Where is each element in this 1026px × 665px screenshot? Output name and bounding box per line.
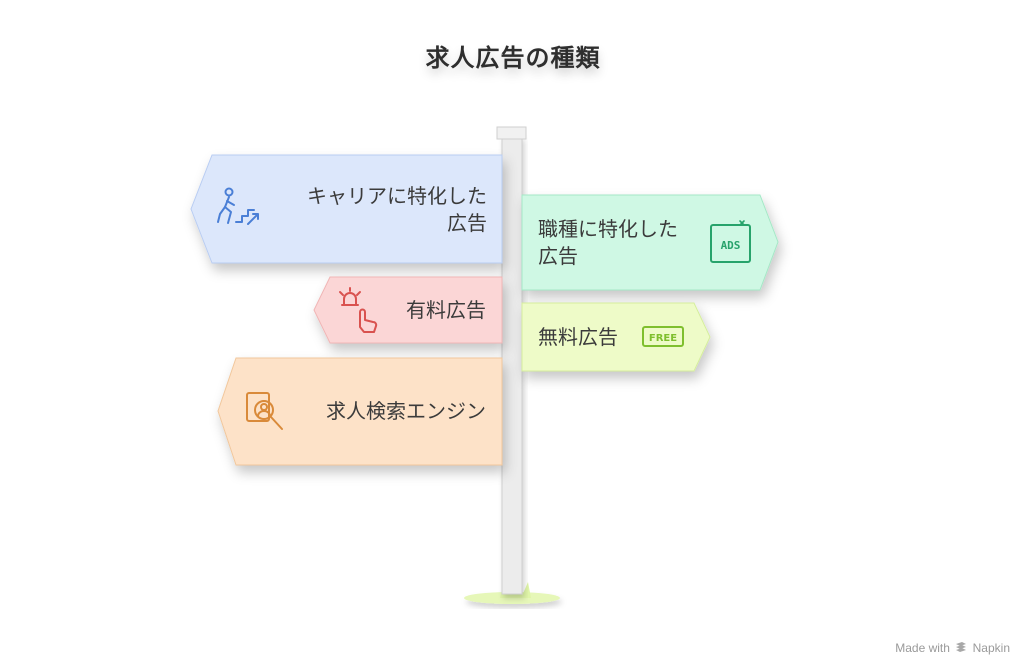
footer-prefix: Made with [895, 641, 950, 655]
sign-career-label-line1: キャリアに特化した [307, 184, 487, 208]
made-with-footer: Made with Napkin [895, 641, 1010, 655]
svg-text:ADS: ADS [721, 239, 741, 252]
sign-paid-label: 有料広告 [406, 298, 486, 322]
job-search-icon [246, 392, 283, 430]
alarm-hand-icon [339, 287, 378, 333]
sign-free-label: 無料広告 [538, 325, 618, 349]
sign-job-type-label-line2: 広告 [538, 244, 578, 268]
footer-brand: Napkin [972, 641, 1010, 655]
napkin-logo-icon [956, 642, 967, 652]
sign-career-label-line2: 広告 [447, 211, 487, 235]
diagram-title: 求人広告の種類 [425, 44, 601, 72]
sign-job-type: ADS [521, 194, 779, 291]
sign-career-label: キャリアに特化した 広告 [265, 183, 487, 237]
signpost-pole [496, 126, 527, 595]
climbing-person-icon [217, 187, 259, 225]
sign-paid [313, 276, 503, 344]
sign-free: FREE [521, 302, 711, 372]
free-badge-icon: FREE [642, 326, 684, 347]
sign-job-type-label: 職種に特化した 広告 [538, 216, 708, 270]
sign-search-engine-label: 求人検索エンジン [326, 399, 486, 423]
svg-text:FREE: FREE [649, 333, 677, 344]
sign-search-engine [217, 357, 503, 466]
sign-career [190, 154, 503, 264]
ads-icon: ADS [710, 220, 751, 263]
sign-job-type-label-line1: 職種に特化した [538, 217, 678, 241]
